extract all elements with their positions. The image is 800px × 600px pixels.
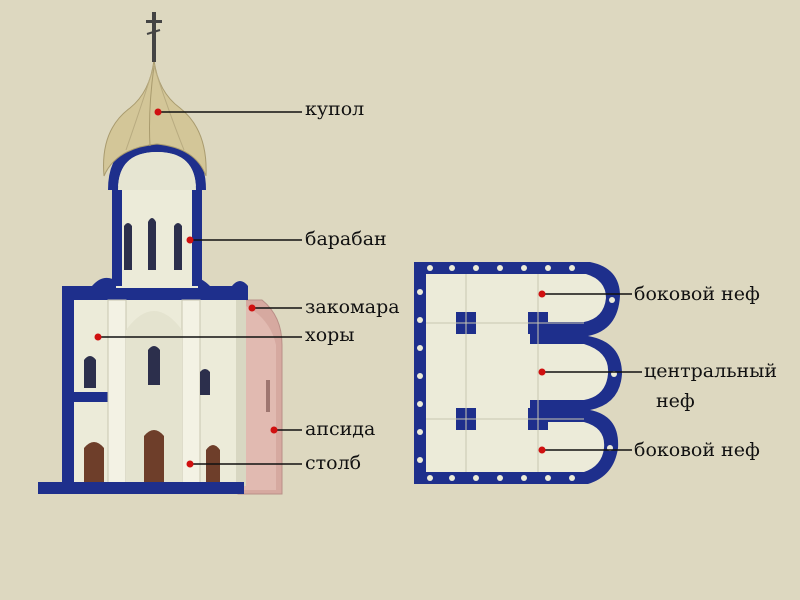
label-choir: хоры xyxy=(305,324,355,346)
plan-leader-dots xyxy=(538,290,546,454)
church-leader-lines xyxy=(98,111,302,465)
label-dome: купол xyxy=(305,98,365,120)
dot-drum xyxy=(186,236,194,244)
label-drum: барабан xyxy=(305,228,387,250)
label-side-nave-bottom: боковой неф xyxy=(634,439,760,461)
label-zakomara: закомара xyxy=(305,296,400,318)
church-cross-section xyxy=(38,12,283,495)
plan-leader-lines xyxy=(542,293,642,451)
dot-choir xyxy=(94,333,102,341)
label-side-nave-top: боковой неф xyxy=(634,283,760,305)
dot-side-nave-bottom xyxy=(538,446,546,454)
dot-zakomara xyxy=(248,304,256,312)
dot-pillar xyxy=(186,460,194,468)
label-pillar: столб xyxy=(305,452,362,474)
label-apse: апсида xyxy=(305,418,376,440)
dot-side-nave-top xyxy=(538,290,546,298)
church-floor-plan xyxy=(414,262,622,484)
label-central-nave-2: неф xyxy=(656,390,695,412)
label-central-nave-1: центральный xyxy=(644,360,777,382)
dot-central-nave xyxy=(538,368,546,376)
dot-apse xyxy=(270,426,278,434)
church-leader-dots xyxy=(94,108,278,468)
dot-dome xyxy=(154,108,162,116)
